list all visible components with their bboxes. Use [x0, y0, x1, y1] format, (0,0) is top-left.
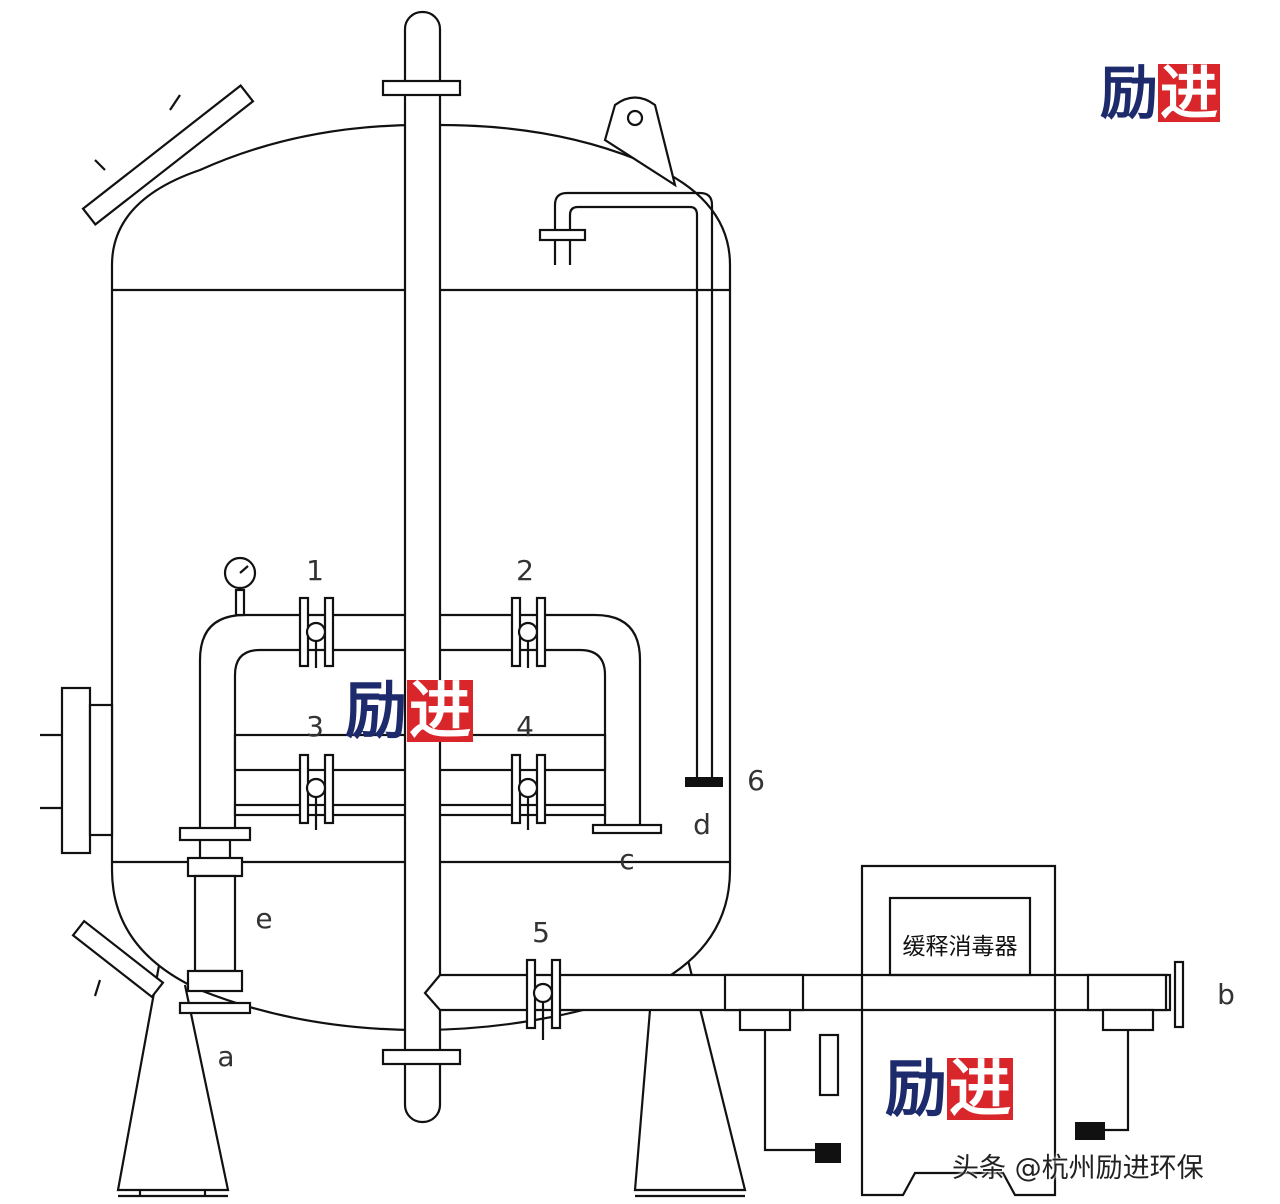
right-leg	[633, 959, 747, 1198]
logo-char-2: 进	[1158, 59, 1221, 127]
valve-6	[685, 777, 723, 787]
top-sight-glass	[81, 84, 255, 226]
check-valve-left	[815, 1143, 841, 1163]
left-leg	[116, 959, 230, 1198]
disinfector-label: 缓释消毒器	[903, 934, 1018, 960]
logo-char-1: 励	[1100, 59, 1159, 127]
valve-2	[510, 596, 547, 668]
brand-logo-center: 励进	[345, 674, 474, 747]
inlet-e-flowmeter	[178, 826, 252, 1015]
port-label-e: e	[255, 902, 272, 935]
valve-4	[510, 753, 547, 830]
logo-char-2: 进	[407, 674, 474, 747]
brand-logo-box: 励进	[885, 1052, 1014, 1125]
port-label-a: a	[217, 1040, 234, 1073]
port-label-b: b	[1217, 978, 1235, 1011]
valve-1	[298, 596, 335, 668]
pipe-d	[538, 191, 723, 787]
logo-char-2: 进	[947, 1052, 1014, 1125]
port-label-d: d	[693, 808, 711, 841]
valve-label-4: 4	[516, 710, 534, 743]
watermark: 头条 @杭州励进环保	[952, 1153, 1204, 1184]
port-label-c: c	[619, 843, 634, 876]
logo-char-1: 励	[885, 1052, 948, 1125]
valve-label-2: 2	[516, 554, 534, 587]
check-valve-right	[1075, 1122, 1105, 1140]
lifting-lug	[603, 96, 677, 188]
bottom-sight-glass	[71, 919, 165, 999]
pressure-gauge	[223, 556, 257, 617]
valve-5	[525, 958, 562, 1040]
valve-label-5: 5	[532, 916, 550, 949]
valve-label-3: 3	[306, 710, 324, 743]
side-manhole	[40, 686, 114, 855]
logo-char-1: 励	[345, 674, 408, 747]
central-pipe	[381, 10, 462, 1124]
valve-label-1: 1	[306, 554, 324, 587]
valve-3	[298, 753, 335, 830]
brand-logo-top: 励进	[1100, 59, 1221, 127]
valve-label-6: 6	[747, 764, 765, 797]
